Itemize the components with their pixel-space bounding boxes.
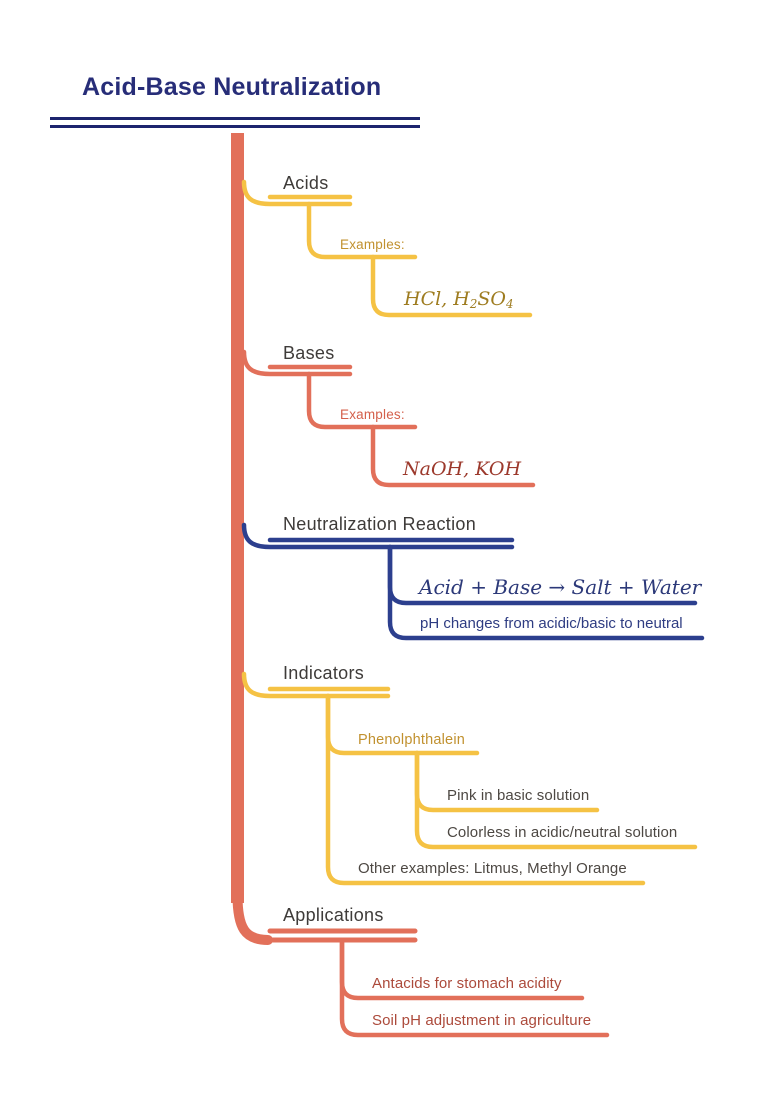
neutralization-link (241, 522, 515, 550)
node-antacids: Antacids for stomach acidity (372, 975, 562, 992)
node-acids: Acids (283, 173, 329, 193)
node-pink-in-basic: Pink in basic solution (447, 787, 590, 804)
node-soil-ph: Soil pH adjustment in agriculture (372, 1012, 592, 1029)
node-bases-examples: Examples: (340, 407, 405, 422)
node-neutralization-reaction: Neutralization Reaction (283, 514, 476, 534)
bases-link (241, 349, 353, 377)
node-neutralization-equation: Acid + Base → Salt + Water (419, 575, 702, 599)
other-examples-link (325, 693, 646, 886)
colorless-link (414, 750, 698, 850)
node-ph-change-note: pH changes from acidic/basic to neutral (420, 615, 683, 632)
node-applications: Applications (283, 905, 384, 925)
formula-subscript: 4 (505, 296, 514, 311)
acids-formula-link (370, 254, 533, 318)
node-acids-examples: Examples: (340, 237, 405, 252)
title-underline-bottom (50, 125, 420, 128)
acids-link (241, 179, 353, 207)
node-indicators: Indicators (283, 663, 365, 683)
node-acids-formula: HCl, H2SO4 (404, 290, 513, 311)
trunk-bottom-curve (232, 890, 273, 945)
title-underline-top (50, 117, 420, 120)
indicators-link (241, 671, 391, 699)
page-title: Acid-Base Neutralization (82, 73, 382, 101)
formula-text: HCl, H (404, 288, 470, 310)
node-phenolphthalein: Phenolphthalein (358, 732, 466, 748)
formula-text: SO (477, 288, 506, 310)
bases-examples-link (306, 371, 418, 430)
formula-subscript: 2 (469, 296, 478, 311)
acids-examples-link (306, 201, 418, 260)
ph-note-link (387, 544, 705, 641)
node-colorless-in-acidic: Colorless in acidic/neutral solution (447, 824, 678, 841)
soil-link (339, 937, 610, 1038)
node-other-indicator-examples: Other examples: Litmus, Methyl Orange (358, 860, 627, 877)
bases-formula-link (370, 424, 536, 488)
node-bases: Bases (283, 343, 335, 363)
node-bases-formula: NaOH, KOH (403, 458, 522, 480)
